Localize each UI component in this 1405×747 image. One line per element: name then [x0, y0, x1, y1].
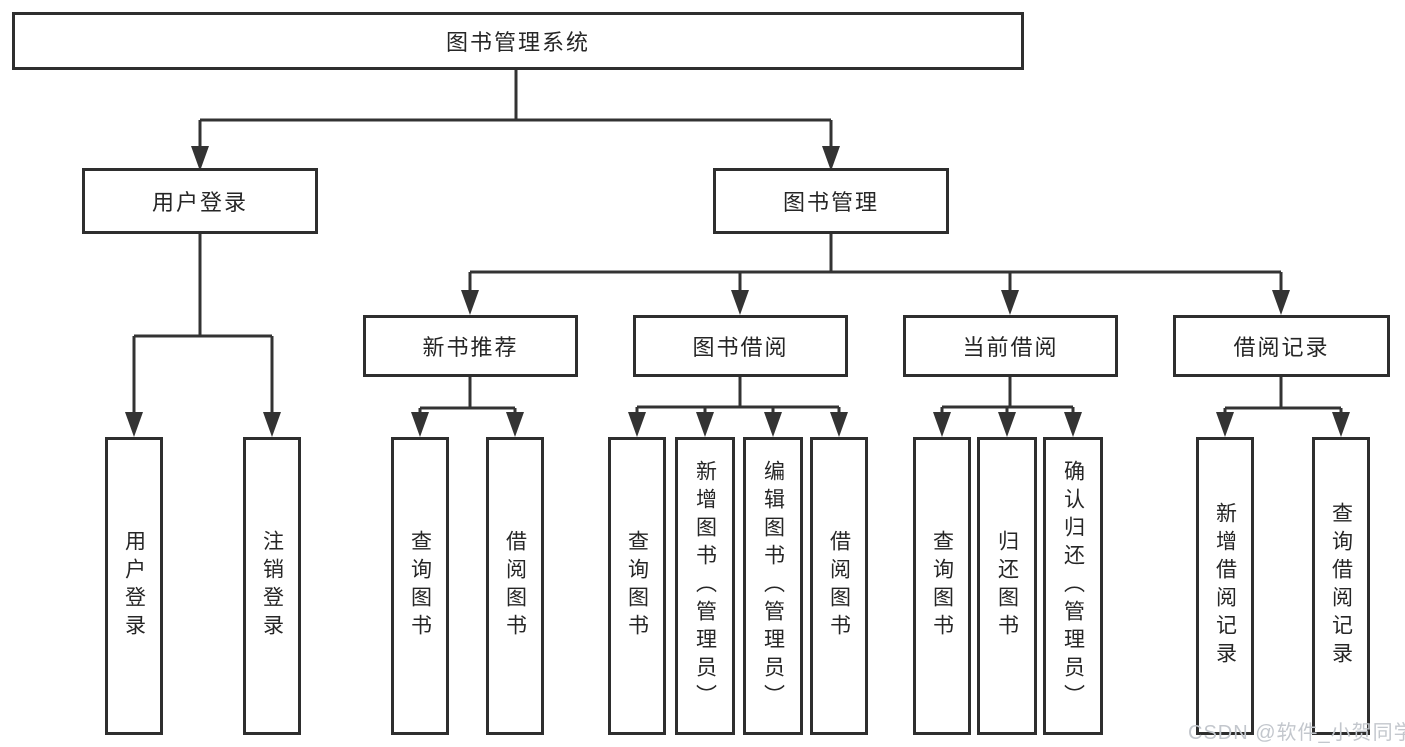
leaf-confirm-return-admin: 确认归还（管理员）: [1043, 437, 1103, 735]
leaf-borrow-books: 借阅图书: [810, 437, 868, 735]
leaf-edit-books-admin: 编辑图书（管理员）: [743, 437, 803, 735]
leaf-label: 借阅图书: [503, 530, 527, 642]
leaf-label: 查询借阅记录: [1329, 502, 1353, 670]
leaf-logout: 注销登录: [243, 437, 301, 735]
leaf-borrow-books-recommend: 借阅图书: [486, 437, 544, 735]
leaf-label: 借阅图书: [827, 530, 851, 642]
node-label: 用户登录: [151, 190, 248, 215]
leaf-query-books-recommend: 查询图书: [391, 437, 449, 735]
node-label: 新书推荐: [422, 335, 519, 360]
node-label: 图书管理: [782, 190, 879, 215]
node-label: 图书管理系统: [445, 30, 590, 55]
leaf-label: 用户登录: [122, 530, 146, 642]
arrowheads: [125, 146, 1350, 437]
leaf-label: 查询图书: [408, 530, 432, 642]
leaf-label: 归还图书: [995, 530, 1019, 642]
leaf-label: 注销登录: [260, 530, 284, 642]
leaf-label: 新增借阅记录: [1213, 502, 1237, 670]
leaf-query-books-borrow: 查询图书: [608, 437, 666, 735]
node-label: 借阅记录: [1233, 335, 1330, 360]
node-current-borrow: 当前借阅: [903, 315, 1118, 377]
csdn-watermark: CSDN @软件_小贺同学: [1188, 722, 1405, 744]
leaf-label: 查询图书: [930, 530, 954, 642]
node-library-management-system: 图书管理系统: [12, 12, 1024, 70]
node-new-book-recommend: 新书推荐: [363, 315, 578, 377]
leaf-add-borrow-record: 新增借阅记录: [1196, 437, 1254, 735]
node-user-login: 用户登录: [82, 168, 318, 234]
leaf-add-books-admin: 新增图书（管理员）: [675, 437, 735, 735]
leaf-query-books-current: 查询图书: [913, 437, 971, 735]
node-book-management: 图书管理: [713, 168, 949, 234]
node-label: 图书借阅: [692, 335, 789, 360]
node-book-borrow: 图书借阅: [633, 315, 848, 377]
leaf-user-login: 用户登录: [105, 437, 163, 735]
leaf-label: 查询图书: [625, 530, 649, 642]
leaf-label: 新增图书（管理员）: [693, 460, 717, 712]
node-borrow-records: 借阅记录: [1173, 315, 1390, 377]
leaf-query-borrow-record: 查询借阅记录: [1312, 437, 1370, 735]
node-label: 当前借阅: [962, 335, 1059, 360]
leaf-label: 确认归还（管理员）: [1061, 460, 1085, 712]
leaf-label: 编辑图书（管理员）: [761, 460, 785, 712]
leaf-return-books: 归还图书: [977, 437, 1037, 735]
